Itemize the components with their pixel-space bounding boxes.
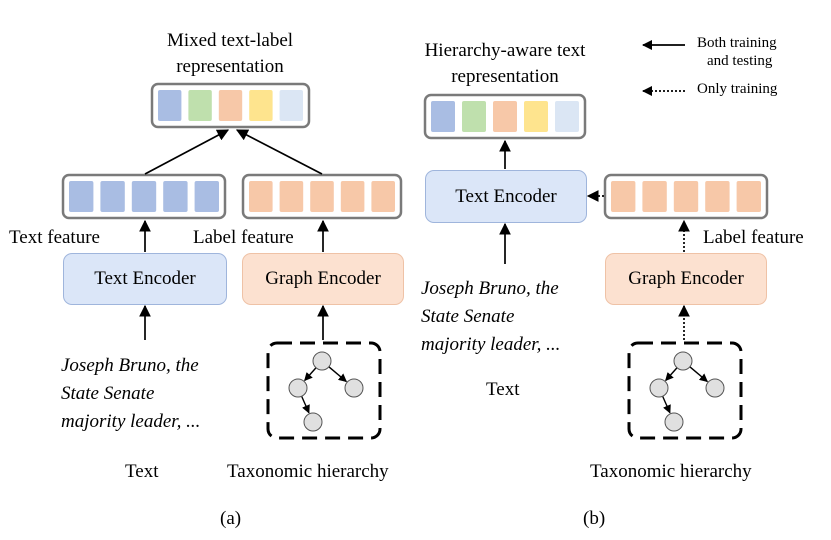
text-encoder-b-label: Text Encoder [455,185,557,207]
text-caption-a: Text [125,461,159,482]
label-feature-vector-a-cell [340,181,365,212]
taxonomic-hierarchy-tree-b-node [664,412,684,432]
arrow-text-feature-to-mixed [144,129,230,175]
hierarchy-aware-vector-cell [524,101,548,132]
hierarchy-aware-vector-cell [431,101,455,132]
text-encoder-a-label: Text Encoder [94,268,196,289]
taxonomic-hierarchy-tree-a [266,341,382,440]
hierarchy-aware-vector [423,93,587,140]
taxonomic-hierarchy-tree-a-edge [300,395,310,414]
text-encoder-b: Text Encoder [425,170,587,223]
label-feature-vector-a-cell [371,181,395,212]
taxonomic-hierarchy-tree-a-node [344,378,364,398]
text-feature-vector-cell [194,181,219,212]
input-text-b-line1: Joseph Bruno, the [421,278,559,299]
text-caption-b: Text [486,379,520,400]
text-encoder-a: Text Encoder [63,253,227,305]
input-text-b-line2: State Senate [421,306,515,327]
text-feature-vector-cell [163,181,188,212]
panel-b-title-line1: Hierarchy-aware text [424,40,586,61]
mixed-text-label-vector [150,82,311,129]
mixed-text-label-vector-cell [158,90,182,121]
label-feature-label-b: Label feature [703,227,804,248]
label-feature-vector-b-cell [736,181,761,212]
mixed-text-label-vector-cell [249,90,273,121]
taxonomic-hierarchy-tree-b-frame [627,341,743,440]
taxonomic-hierarchy-tree-a-edge [304,367,317,382]
label-feature-vector-b [603,173,769,220]
mixed-text-label-vector-cell [188,90,212,121]
label-feature-vector-b-cell [673,181,699,212]
input-text-b-line3: majority leader, ... [421,334,561,355]
panel-a-title-line2: representation [176,56,284,77]
taxonomic-hierarchy-tree-b-node [705,378,725,398]
text-feature-vector-cell [69,181,94,212]
label-feature-vector-a-cell [249,181,273,212]
panel-a-caption: (a) [220,508,242,529]
taxonomic-hierarchy-tree-b-edge [665,367,678,382]
taxonomic-hierarchy-tree-a-node [312,351,332,371]
panel-b-title-line2: representation [451,66,559,87]
label-feature-vector-b-cell [611,181,636,212]
taxonomy-caption-a: Taxonomic hierarchy [227,461,389,482]
input-text-a-line3: majority leader, ... [61,411,201,432]
taxonomy-caption-b: Taxonomic hierarchy [590,461,752,482]
label-feature-label-a: Label feature [193,227,294,248]
label-feature-vector-b-cell [642,181,667,212]
taxonomic-hierarchy-tree-a-frame [266,341,382,440]
panel-b-caption: (b) [583,508,606,529]
input-text-a-line1: Joseph Bruno, the [61,355,199,376]
hierarchy-aware-vector-cell [462,101,486,132]
label-feature-vector-a-cell [310,181,334,212]
legend-dotted: Only training [697,81,778,97]
text-feature-vector-cell [100,181,125,212]
taxonomic-hierarchy-tree-a-node [303,412,323,432]
mixed-text-label-vector-cell [279,90,303,121]
label-feature-vector-a-cell [279,181,304,212]
legend-solid-line2: and testing [707,53,773,69]
taxonomic-hierarchy-tree-b [627,341,743,440]
input-text-a-line2: State Senate [61,383,155,404]
text-feature-vector-cell [131,181,157,212]
mixed-text-label-vector-cell [218,90,243,121]
graph-encoder-a-label: Graph Encoder [265,268,381,289]
legend-solid-line1: Both training [697,35,777,51]
panel-a-title-line1: Mixed text-label [166,30,294,51]
taxonomic-hierarchy-tree-a-edge [328,366,347,383]
text-feature-vector [61,173,227,220]
hierarchy-aware-vector-cell [555,101,579,132]
taxonomic-hierarchy-tree-a-node [288,378,308,398]
taxonomic-hierarchy-tree-b-node [649,378,669,398]
graph-encoder-a: Graph Encoder [242,253,404,305]
taxonomic-hierarchy-tree-b-node [673,351,693,371]
graph-encoder-b: Graph Encoder [605,253,767,305]
hierarchy-aware-vector-cell [493,101,517,132]
label-feature-vector-a [241,173,403,220]
label-feature-vector-b-cell [705,181,730,212]
arrow-label-feature-to-mixed [235,129,323,175]
taxonomic-hierarchy-tree-b-edge [661,395,671,414]
graph-encoder-b-label: Graph Encoder [628,268,744,289]
taxonomic-hierarchy-tree-b-edge [689,366,708,383]
text-feature-label: Text feature [9,227,100,248]
